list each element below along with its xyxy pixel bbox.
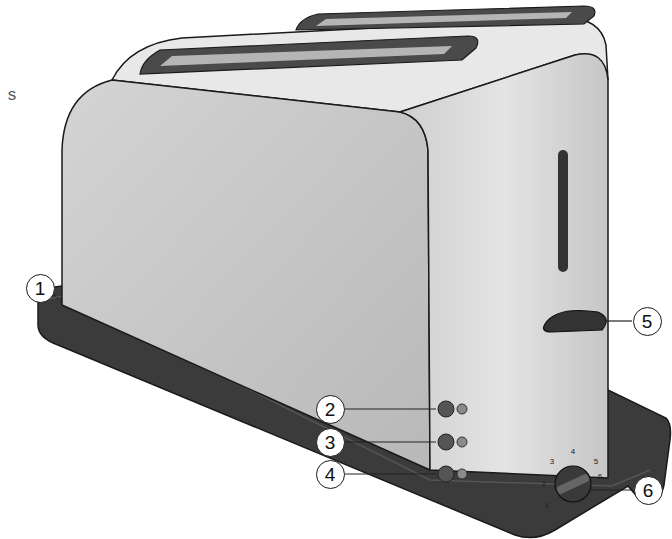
slot-inner [160,46,452,66]
leader-line [606,320,632,321]
leader-line [345,441,436,442]
scale-number: 5 [594,458,598,466]
callout-number: 1 [35,279,46,298]
lever-slot [558,150,568,272]
callout-circle: 3 [316,428,345,457]
bread-slot [140,36,478,74]
callout-number: 3 [325,433,336,452]
callout-circle: 2 [316,395,345,424]
leader-line [345,473,436,474]
buttons [438,401,467,482]
toaster-end-panel [400,54,608,478]
lever [544,311,607,333]
callout-number: 5 [642,312,653,331]
callout-circle: 4 [316,460,345,489]
callout-number: 4 [325,465,336,484]
callout-circle: 1 [26,274,55,303]
scale-number: 4 [571,448,575,456]
scale-number: 1 [545,502,549,510]
scale-number: 2 [542,480,546,488]
bread-slot [296,6,595,30]
callout-circle: 6 [634,476,663,505]
slot-inner [316,12,572,26]
callout-number: 2 [325,400,336,419]
callout-number: 6 [643,481,654,500]
callout-circle: 5 [633,307,662,336]
leader-line [345,408,436,409]
leader-line [588,489,633,490]
browning-knob [555,466,591,502]
toaster-front [62,80,430,470]
leader-line [54,295,63,303]
scale-number: 3 [550,458,554,466]
text-fragment: s [8,86,17,103]
scale-number: 6 [598,473,602,481]
